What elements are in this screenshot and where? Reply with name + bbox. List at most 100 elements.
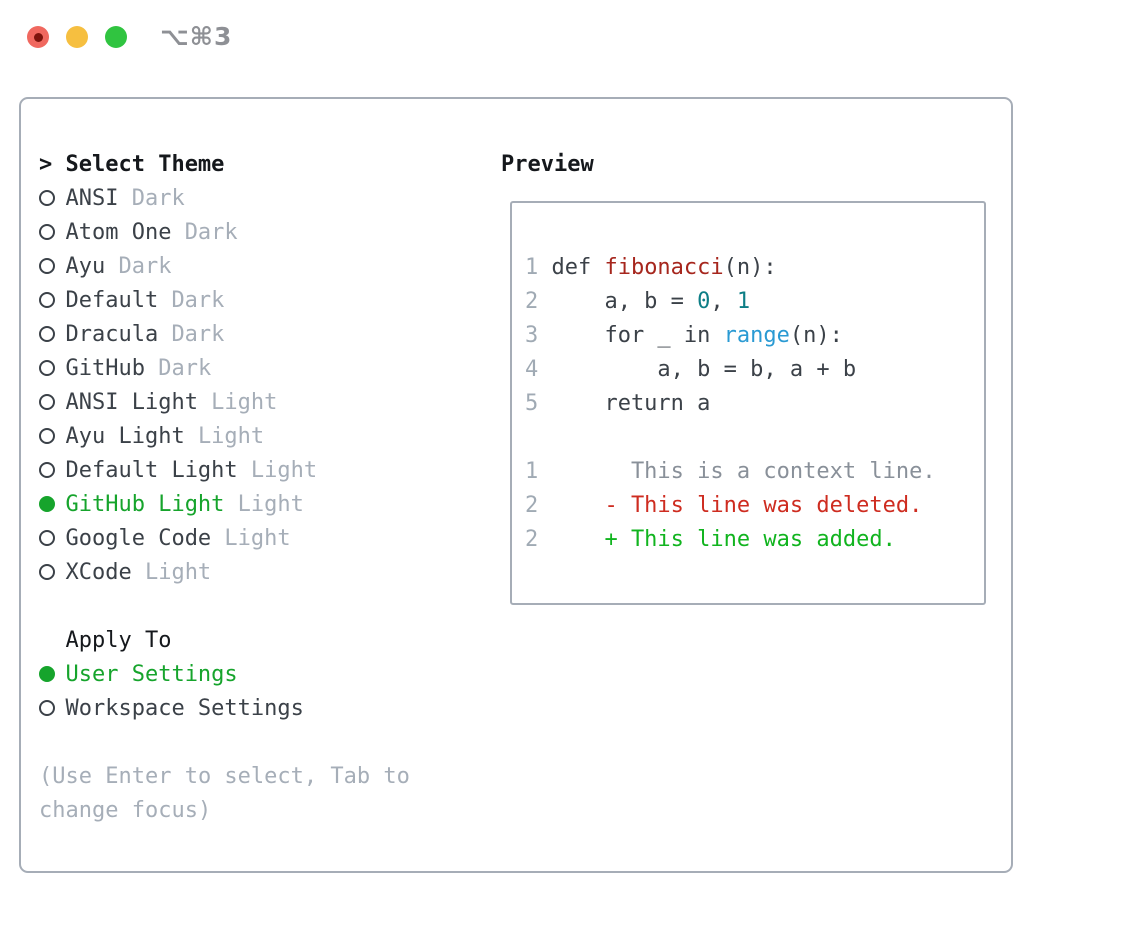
theme-option[interactable]: Dracula Dark — [39, 318, 501, 352]
code-line: 2 + This line was added. — [525, 523, 976, 557]
code-segment: (n): — [723, 255, 777, 280]
option-variant-tag: Dark — [184, 220, 238, 245]
option-label: ANSI — [65, 186, 119, 211]
code-line: 1 def fibonacci(n): — [525, 251, 976, 285]
option-label: Google Code — [65, 526, 212, 551]
radio-circle-icon — [39, 394, 55, 410]
code-segment: range — [723, 323, 790, 348]
line-number: 2 — [525, 289, 539, 314]
spacer — [39, 726, 501, 760]
option-label: GitHub Light — [65, 492, 225, 517]
preview-header: Preview — [501, 152, 594, 177]
code-segment: a, b = b, a + b — [551, 357, 857, 382]
option-label: Default Light — [65, 458, 238, 483]
theme-option[interactable]: Ayu Dark — [39, 250, 501, 284]
apply-option[interactable]: User Settings — [39, 658, 501, 692]
radio-unselected-icon — [39, 556, 65, 590]
radio-selected-icon — [39, 658, 65, 692]
option-variant-tag: Dark — [171, 322, 225, 347]
option-variant-tag: Light — [211, 390, 278, 415]
option-label: Dracula — [65, 322, 159, 347]
code-line: 4 a, b = b, a + b — [525, 353, 976, 387]
option-variant-tag: Light — [250, 458, 318, 483]
keyboard-hint-line: (Use Enter to select, Tab to — [39, 764, 410, 789]
theme-option[interactable]: Default Dark — [39, 284, 501, 318]
code-blank-line — [525, 421, 976, 455]
option-label: Default — [65, 288, 159, 313]
code-segment: 1 — [736, 289, 751, 314]
code-line: 5 return a — [525, 387, 976, 421]
option-variant-tag: Dark — [131, 186, 185, 211]
code-segment: - This line was deleted. — [551, 493, 923, 518]
radio-circle-icon — [39, 224, 55, 240]
option-variant-tag: Light — [144, 560, 212, 585]
line-number: 1 — [525, 255, 539, 280]
option-label: GitHub — [65, 356, 145, 381]
radio-circle-icon — [39, 666, 55, 682]
option-variant-tag: Light — [237, 492, 304, 517]
line-number: 5 — [525, 391, 539, 416]
radio-circle-icon — [39, 190, 55, 206]
radio-circle-icon — [39, 700, 55, 716]
select-theme-header: >Select Theme — [39, 148, 501, 182]
radio-unselected-icon — [39, 420, 65, 454]
option-label: Ayu — [65, 254, 106, 279]
option-label: XCode — [65, 560, 132, 585]
radio-circle-icon — [39, 292, 55, 308]
theme-option[interactable]: Default Light Light — [39, 454, 501, 488]
code-segment: (n): — [789, 323, 843, 348]
radio-circle-icon — [39, 258, 55, 274]
radio-unselected-icon — [39, 692, 65, 726]
line-number: 4 — [525, 357, 539, 382]
radio-circle-icon — [39, 496, 55, 512]
maximize-button[interactable] — [105, 26, 127, 48]
option-variant-tag: Dark — [171, 288, 225, 313]
option-label: Atom One — [65, 220, 172, 245]
code-segment: a, b = — [551, 289, 698, 314]
code-segment: fibonacci — [604, 255, 724, 280]
radio-circle-icon — [39, 530, 55, 546]
radio-circle-icon — [39, 564, 55, 580]
spacer — [39, 590, 501, 624]
code-line: 1 This is a context line. — [525, 455, 976, 489]
code-segment: , — [710, 289, 737, 314]
keyboard-hint: (Use Enter to select, Tab to change focus… — [39, 760, 501, 828]
close-button[interactable] — [27, 26, 49, 48]
keyboard-hint-line: change focus) — [39, 798, 212, 823]
line-number: 1 — [525, 459, 539, 484]
code-segment: This is a context line. — [551, 459, 936, 484]
titlebar: ⌥⌘3 — [27, 24, 232, 49]
theme-option[interactable]: ANSI Dark — [39, 182, 501, 216]
radio-unselected-icon — [39, 454, 65, 488]
close-button-dot-icon — [33, 32, 43, 42]
cursor-prompt-icon: > — [39, 152, 53, 177]
minimize-button[interactable] — [66, 26, 88, 48]
theme-option[interactable]: GitHub Light Light — [39, 488, 501, 522]
radio-unselected-icon — [39, 352, 65, 386]
code-segment: def — [551, 255, 605, 280]
code-segment: for _ in — [551, 323, 724, 348]
theme-option[interactable]: Atom One Dark — [39, 216, 501, 250]
theme-option[interactable]: XCode Light — [39, 556, 501, 590]
option-label: User Settings — [65, 662, 238, 687]
theme-option[interactable]: ANSI Light Light — [39, 386, 501, 420]
option-variant-tag: Dark — [118, 254, 172, 279]
radio-unselected-icon — [39, 318, 65, 352]
code-segment: + This line was added. — [551, 527, 896, 552]
radio-unselected-icon — [39, 386, 65, 420]
radio-unselected-icon — [39, 216, 65, 250]
option-label: ANSI Light — [65, 390, 198, 415]
apply-option[interactable]: Workspace Settings — [39, 692, 501, 726]
radio-circle-icon — [39, 428, 55, 444]
radio-unselected-icon — [39, 250, 65, 284]
